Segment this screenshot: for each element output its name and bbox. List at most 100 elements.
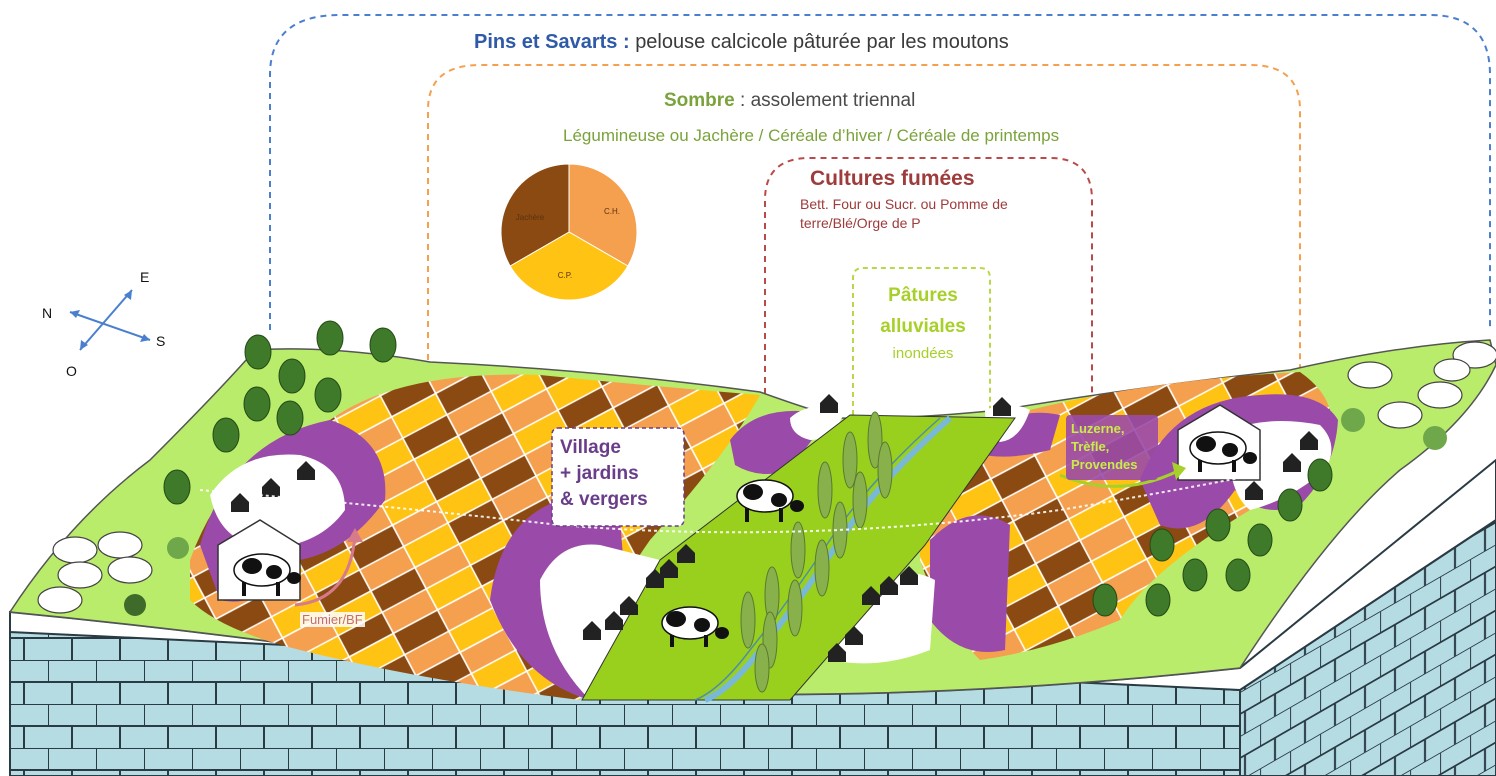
- tree: [276, 400, 304, 436]
- paturages-line3: inondées: [892, 345, 954, 362]
- poplar-tree: [754, 643, 770, 693]
- sombre-desc: : assolement triennal: [740, 90, 916, 111]
- house-icon: [1283, 453, 1301, 472]
- tree: [1247, 523, 1273, 557]
- sheep-icon: [1417, 381, 1463, 409]
- tree: [1307, 458, 1333, 492]
- fumier-arrow: [294, 534, 357, 607]
- bushes: [124, 408, 1447, 616]
- house-icon: [828, 643, 846, 662]
- tree: [1182, 558, 1208, 592]
- bush: [1341, 408, 1365, 432]
- house-icon: [605, 611, 623, 630]
- house-icon: [845, 626, 863, 645]
- luzerne-label: Luzerne, Trèfle, Provendes: [1071, 420, 1171, 474]
- house-icon: [262, 478, 280, 497]
- village-line3: & vergers: [560, 489, 648, 510]
- luzerne-arrowhead: [1172, 462, 1186, 480]
- tree: [243, 386, 271, 422]
- house-icon: [231, 493, 249, 512]
- cow-icon: [736, 479, 804, 522]
- tree: [369, 327, 397, 363]
- house-icon: [620, 596, 638, 615]
- sombre-label: Sombre : assolement triennal: [664, 90, 915, 112]
- house-icon: [862, 586, 880, 605]
- river: [703, 415, 952, 703]
- fumier-label: Fumier/BF: [300, 612, 365, 627]
- sheep-left: [37, 531, 153, 614]
- compass-e: E: [140, 269, 149, 285]
- village-line2: + jardins: [560, 463, 639, 484]
- fumier-arrowhead: [347, 528, 363, 542]
- poplar-trees: [740, 411, 893, 693]
- pie-slice: [509, 231, 629, 301]
- poplar-tree: [842, 431, 858, 489]
- pins-savarts-desc: pelouse calcicole pâturée par les mouton…: [635, 31, 1009, 53]
- tree: [1092, 583, 1118, 617]
- house-icon: [900, 566, 918, 585]
- cultures-fumees-boundary: [764, 157, 1093, 405]
- house-icon: [880, 576, 898, 595]
- house-icon: [297, 461, 315, 480]
- sheep-icon: [97, 531, 143, 559]
- trees-right: [1092, 458, 1333, 617]
- house-icon: [660, 559, 678, 578]
- tree: [163, 469, 191, 505]
- poplar-tree: [867, 411, 883, 469]
- sheep-icon: [57, 561, 103, 589]
- tree: [1225, 558, 1251, 592]
- pie-slice-label: Jachère: [516, 213, 545, 222]
- luzerne-line3: Provendes: [1071, 457, 1138, 472]
- tree: [314, 377, 342, 413]
- poplar-tree: [852, 471, 868, 529]
- pins-savarts-label: Pins et Savarts : pelouse calcicole pâtu…: [474, 31, 1009, 54]
- cultures-zone-east: [930, 515, 1010, 652]
- tree: [244, 334, 272, 370]
- tree: [316, 320, 344, 356]
- cultures-fumees-title: Cultures fumées: [810, 167, 975, 190]
- house-icon: [677, 544, 695, 563]
- cow-icon: [233, 553, 301, 596]
- paturages-line2: alluviales: [880, 316, 966, 337]
- cow-icon: [661, 606, 729, 647]
- pins-savarts-boundary: [269, 14, 1491, 330]
- house-icon: [583, 621, 601, 640]
- tree: [278, 358, 306, 394]
- rotation-label: Légumineuse ou Jachère / Céréale d’hiver…: [563, 126, 1060, 145]
- pie-slice: [568, 163, 638, 267]
- trees-left: [163, 320, 397, 505]
- house-icon: [993, 397, 1011, 416]
- poplar-tree: [817, 461, 833, 519]
- sheep-icon: [1347, 361, 1393, 389]
- tree: [1145, 583, 1171, 617]
- compass-arrow: [140, 334, 150, 342]
- tree: [1277, 488, 1303, 522]
- village-label: Village + jardins & vergers: [560, 435, 680, 513]
- sombre-title: Sombre: [664, 90, 735, 111]
- houses: [231, 394, 1318, 662]
- rotation-pie-chart: C.H.C.P.Jachère: [500, 163, 638, 301]
- sheep-icon: [1377, 401, 1423, 429]
- sheep-icon: [37, 586, 83, 614]
- compass-arrow: [80, 340, 88, 350]
- village-line1: Village: [560, 437, 621, 458]
- sombre-boundary: [427, 64, 1301, 375]
- sheep-right: [1347, 341, 1496, 429]
- compass-rose: N E S O: [42, 269, 165, 379]
- poplar-tree: [814, 539, 830, 597]
- poplar-tree: [740, 591, 756, 649]
- compass-arrow: [70, 310, 80, 318]
- tree: [1149, 528, 1175, 562]
- luzerne-line1: Luzerne,: [1071, 421, 1125, 436]
- compass-n: N: [42, 305, 52, 321]
- house-icon: [1245, 481, 1263, 500]
- poplar-tree: [877, 441, 893, 499]
- bush: [124, 594, 146, 616]
- compass-s: S: [156, 333, 165, 349]
- paturages-boundary: [852, 267, 991, 415]
- pins-savarts-title: Pins et Savarts :: [474, 31, 630, 53]
- field-path: [199, 469, 1281, 534]
- poplar-tree: [787, 579, 803, 637]
- house-icon: [820, 394, 838, 413]
- village-label-box: [551, 427, 685, 527]
